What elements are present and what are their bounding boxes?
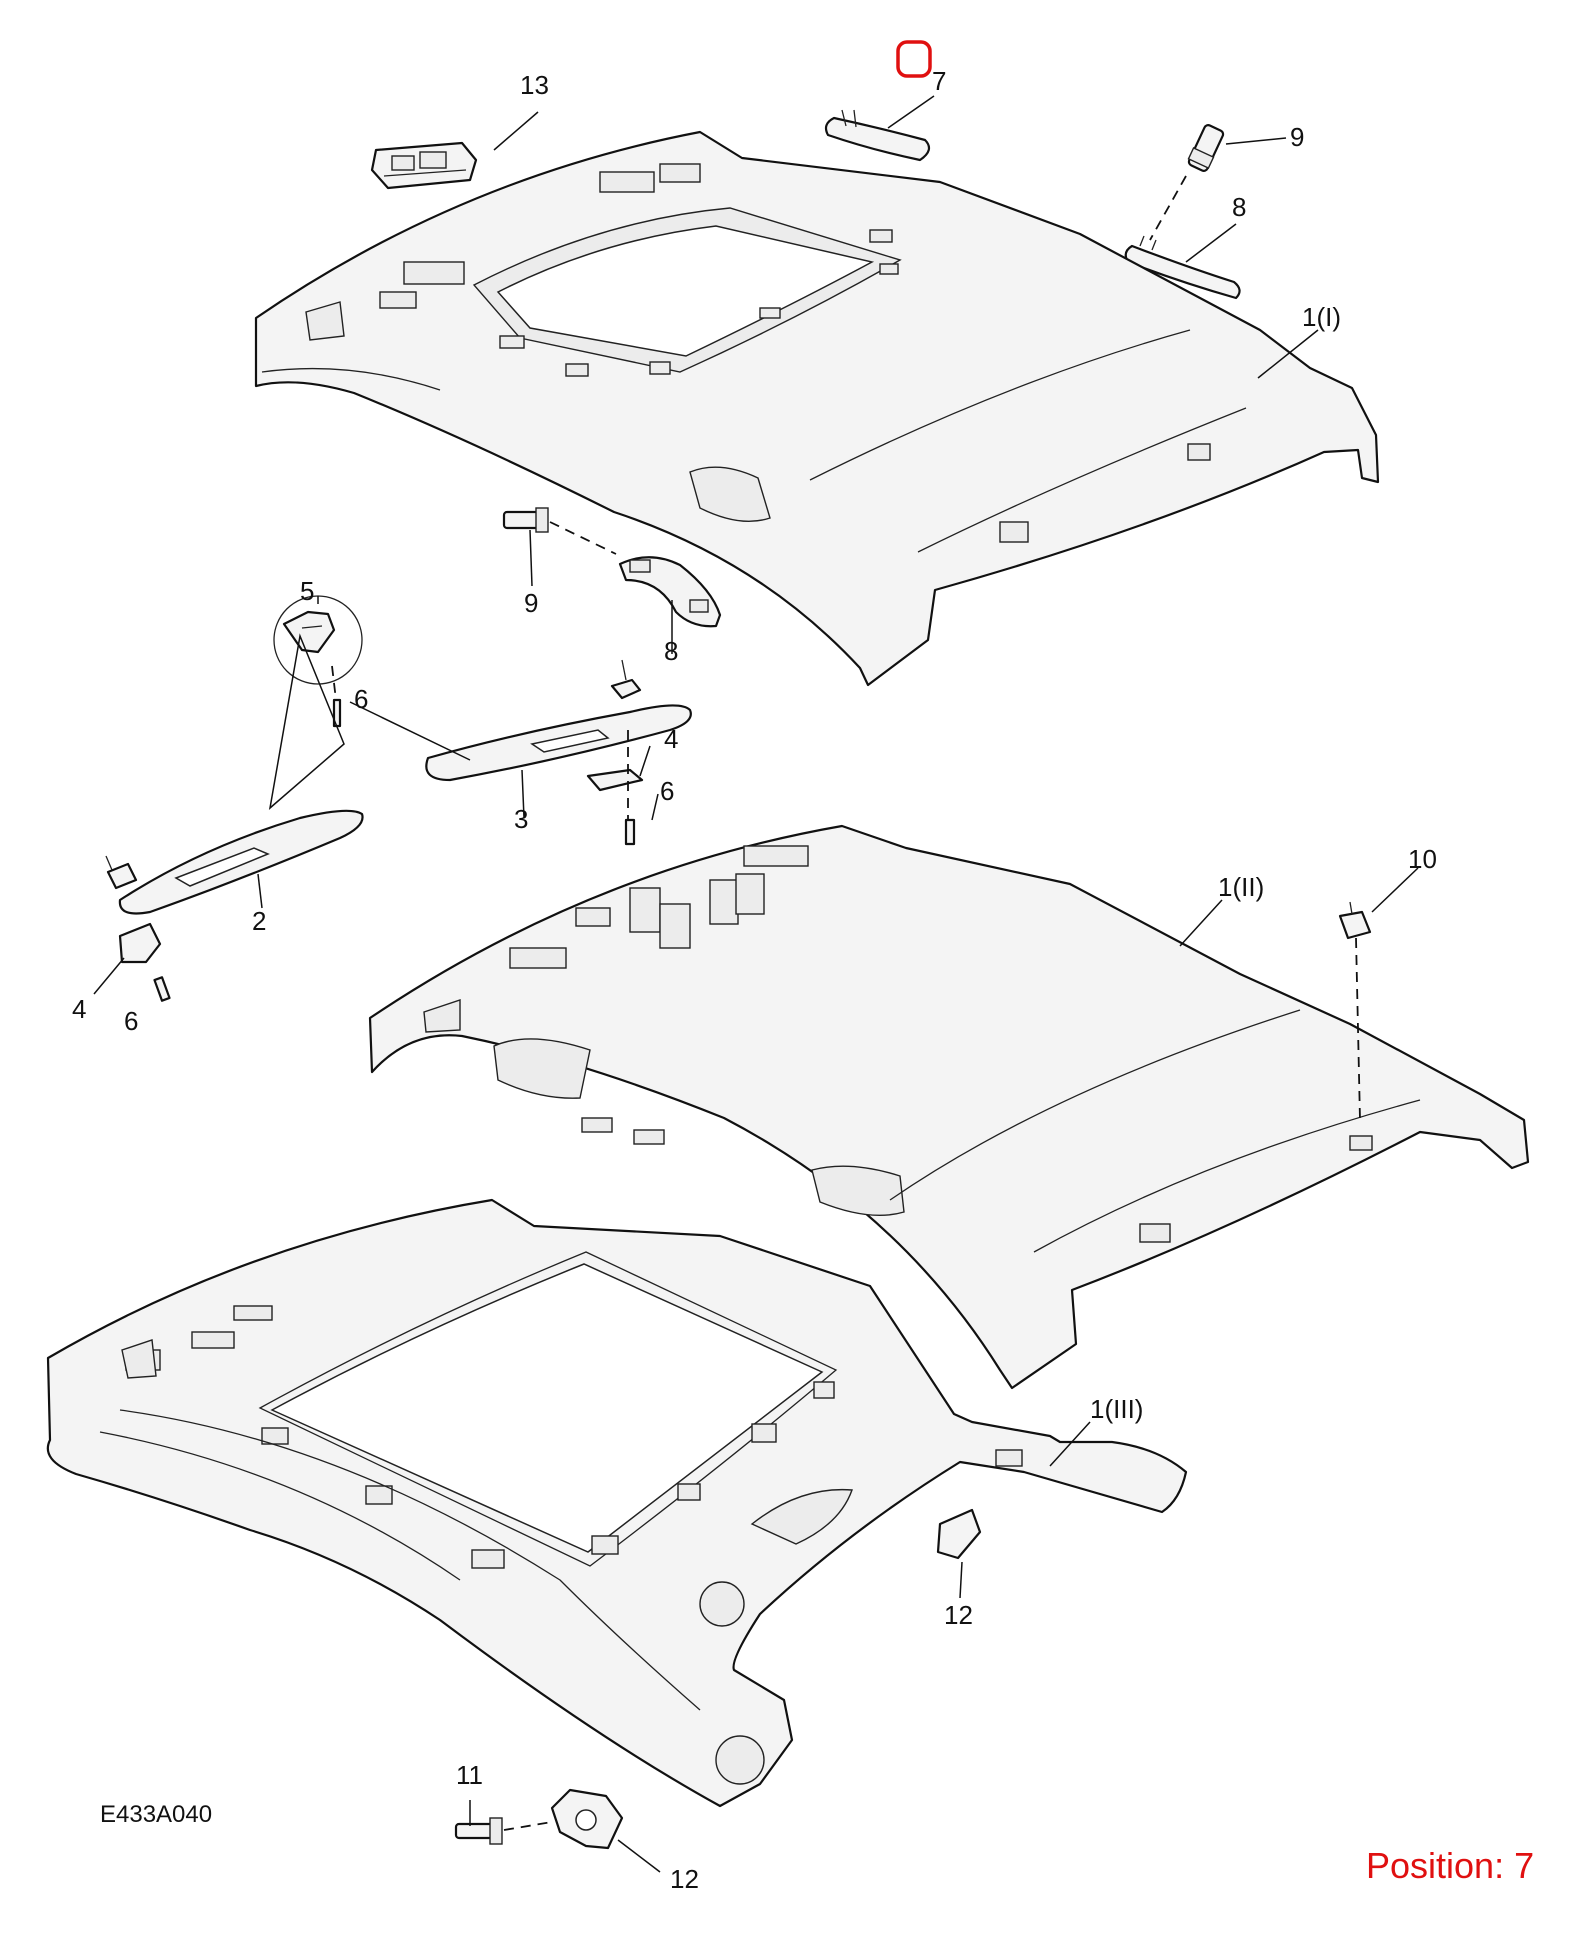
callout-1-ii[interactable]: 1(II) bbox=[1218, 872, 1264, 902]
part-1-ii-headliner bbox=[368, 824, 1530, 1390]
callout-1-i[interactable]: 1(I) bbox=[1302, 302, 1341, 332]
callout-6-b[interactable]: 6 bbox=[660, 776, 674, 806]
part-12-lamp-b bbox=[550, 1788, 624, 1850]
callout-8-top[interactable]: 8 bbox=[1232, 192, 1246, 222]
callout-6-c[interactable]: 6 bbox=[124, 1006, 138, 1036]
part-1-iii-headliner bbox=[46, 1198, 1188, 1808]
part-5-visor-clip bbox=[273, 595, 363, 685]
callout-1-iii[interactable]: 1(III) bbox=[1090, 1394, 1143, 1424]
callout-7[interactable]: 7 bbox=[932, 66, 946, 96]
part-13-overhead-console bbox=[370, 141, 478, 190]
callout-9-top[interactable]: 9 bbox=[1290, 122, 1304, 152]
callout-labels: 13 7 9 8 1(I) 9 8 5 6 4 6 3 2 4 6 1(II) … bbox=[72, 66, 1437, 1894]
callout-10[interactable]: 10 bbox=[1408, 844, 1437, 874]
part-9-bolt-top bbox=[1187, 124, 1225, 172]
callout-4-a[interactable]: 4 bbox=[664, 724, 678, 754]
part-12-lamp-a bbox=[936, 1508, 982, 1560]
part-6-screw-a bbox=[624, 818, 636, 846]
part-8-handle-mid bbox=[618, 556, 722, 628]
leader-lines bbox=[93, 95, 1419, 1873]
callout-6-a[interactable]: 6 bbox=[354, 684, 368, 714]
callout-5[interactable]: 5 bbox=[300, 576, 314, 606]
position-indicator: Position: 7 bbox=[1366, 1845, 1534, 1886]
callout-2[interactable]: 2 bbox=[252, 906, 266, 936]
part-9-bolt-mid bbox=[502, 507, 549, 533]
part-10-clip bbox=[1338, 901, 1372, 940]
part-3-sun-visor bbox=[425, 659, 692, 782]
part-7-grab-handle bbox=[824, 109, 931, 162]
part-6-screw-b bbox=[153, 976, 171, 1002]
highlight-marker bbox=[896, 40, 932, 78]
callout-13[interactable]: 13 bbox=[520, 70, 549, 100]
callout-9-mid[interactable]: 9 bbox=[524, 588, 538, 618]
callout-8-mid[interactable]: 8 bbox=[664, 636, 678, 666]
callout-3[interactable]: 3 bbox=[514, 804, 528, 834]
part-4-visor-bracket-a bbox=[586, 768, 644, 792]
part-2-sun-visor bbox=[105, 809, 364, 915]
part-11-bolt bbox=[454, 1817, 503, 1845]
callout-11[interactable]: 11 bbox=[456, 1760, 483, 1790]
part-4-visor-bracket-b bbox=[118, 922, 162, 964]
callout-12-b[interactable]: 12 bbox=[670, 1864, 699, 1894]
callout-4-b[interactable]: 4 bbox=[72, 994, 86, 1024]
part-1-i-headliner bbox=[254, 130, 1380, 687]
figure-id: E433A040 bbox=[100, 1801, 212, 1828]
callout-12-a[interactable]: 12 bbox=[944, 1600, 973, 1630]
